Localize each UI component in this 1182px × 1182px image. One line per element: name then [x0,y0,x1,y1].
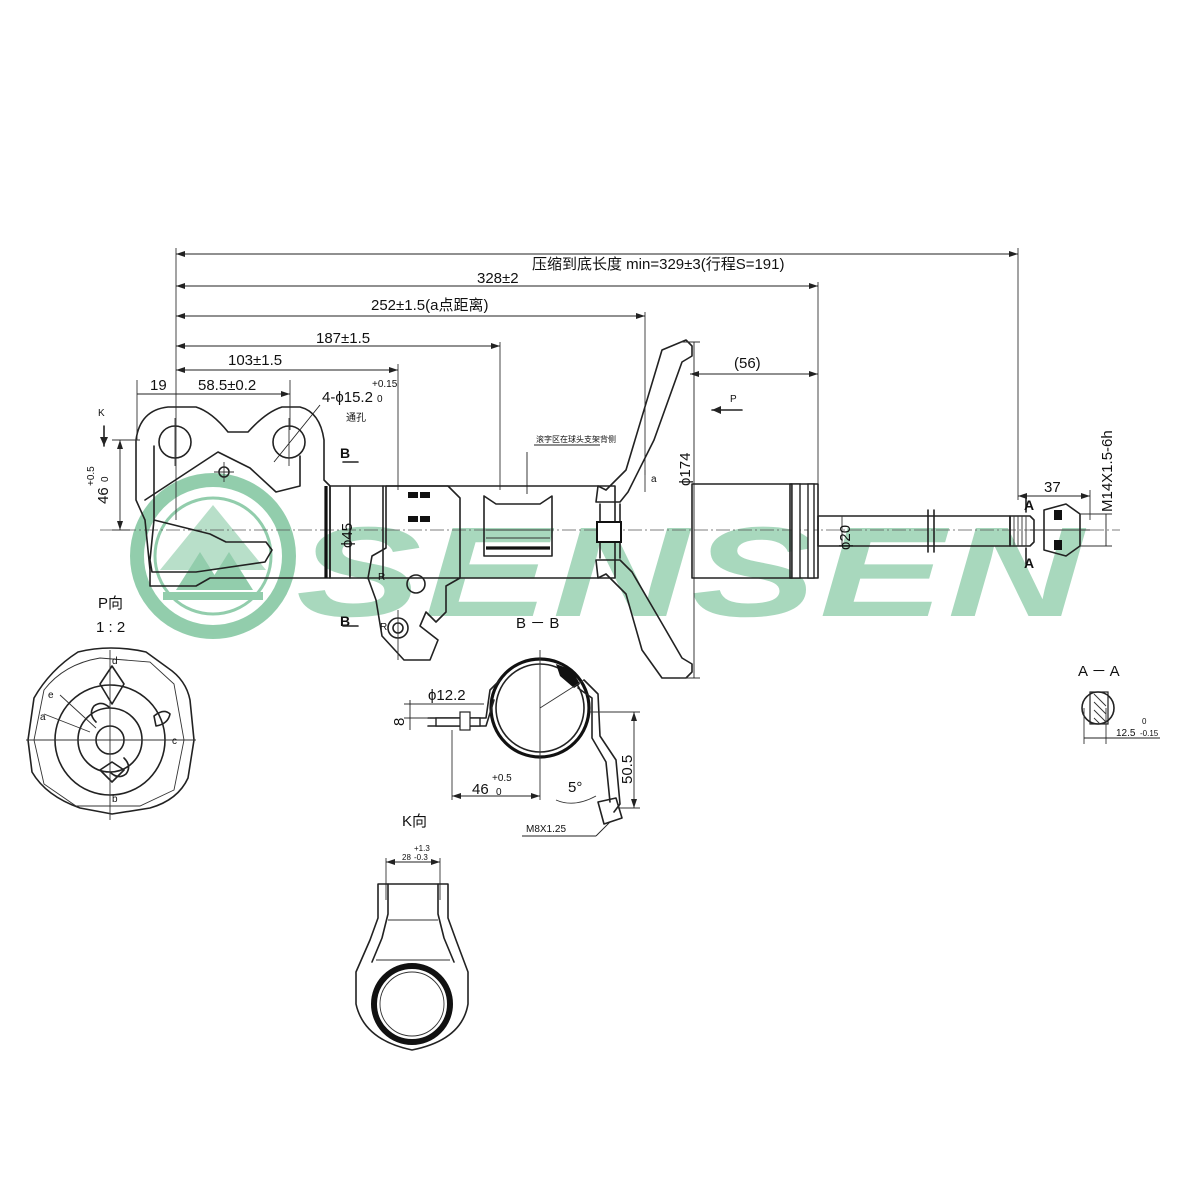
section-bb-thickness: 8 [391,718,408,726]
section-aa-width: 12.5 [1116,728,1136,739]
dim-holes: 4-ϕ15.2 [322,389,373,406]
dim-height-46-tol-lower: 0 [100,476,111,482]
dim-dia-20: ϕ20 [837,525,854,550]
view-p-title: P向 [98,595,123,612]
dim-width-19: 19 [150,377,167,394]
view-k: K向 28 +1.3 -0.3 [355,813,469,1051]
dim-length-187: 187±1.5 [316,330,370,347]
view-k-tol-upper: +1.3 [414,844,430,853]
dim-len-56: (56) [734,355,761,372]
mark-section-a-bottom: A [1024,555,1034,571]
brand-watermark: SENSEN [130,473,1087,644]
dim-width-58: 58.5±0.2 [198,377,256,394]
section-aa: A － A 12.5 0 -0.15 [1078,663,1160,744]
dim-height-46: 46 [95,487,112,504]
view-p: P向 1 : 2 a b c d e [26,595,196,820]
dim-holes-tol-upper: +0.15 [372,379,398,390]
length-dimensions: 压缩到底长度 min=329±3(行程S=191) 328±2 252±1.5(… [136,248,1019,520]
side-dimensions: 46 +0.5 0 K ϕ45 ϕ174 (56) P ϕ20 [86,341,1116,679]
note-label: 滚字区在球头支架背侧 [536,434,616,444]
section-bb-offset-tol-upper: +0.5 [492,773,512,784]
point-a: a [651,474,657,485]
dim-through-hole: 通孔 [346,412,366,424]
section-bb-dia: ϕ12.2 [428,687,466,704]
section-bb-title: B － B [516,615,559,632]
section-bb-offset: 46 [472,781,489,798]
section-aa-title: A － A [1078,663,1120,680]
section-bb-angle: 5° [568,779,582,796]
section-aa-tol-upper: 0 [1142,717,1147,726]
mark-section-b-top: B [340,445,350,461]
mark-r: R [378,572,385,583]
mark-r2: R [380,622,387,633]
view-p-mark-c: c [172,736,177,747]
view-p-mark-a: a [40,712,46,723]
view-k-arrow-label: K [98,408,105,419]
dim-length-252: 252±1.5(a点距离) [371,297,488,314]
mark-section-b-bottom: B [340,613,350,629]
dim-dia-45: ϕ45 [339,523,356,548]
dim-height-46-tol-upper: +0.5 [86,466,97,486]
section-bb-offset-tol-lower: 0 [496,787,502,798]
view-k-title: K向 [402,813,427,830]
section-bb-bolt: M8X1.25 [526,824,566,835]
section-aa-tol-lower: -0.15 [1140,729,1159,738]
brand-watermark-text: SENSEN [296,501,1087,644]
shock-absorber-strut: B B R R 滚字区在球头支架背侧 a [135,339,1090,679]
view-k-width: 28 [402,853,411,862]
section-bb-height: 50.5 [619,755,636,784]
dim-length-103: 103±1.5 [228,352,282,369]
dim-length-328: 328±2 [477,270,519,287]
dim-holes-tol-lower: 0 [377,394,383,405]
view-p-mark-e: e [48,690,54,701]
view-p-mark-d: d [112,656,118,667]
view-p-mark-b: b [112,794,118,805]
mark-section-a-top: A [1024,497,1034,513]
dim-thread: M14X1.5-6h [1099,430,1116,512]
view-p-scale: 1 : 2 [96,619,125,636]
dim-dia-174: ϕ174 [677,453,694,486]
view-p-arrow-label: P [730,394,737,405]
dim-len-37: 37 [1044,479,1061,496]
view-k-tol-lower: -0.3 [414,853,428,862]
dim-total-length: 压缩到底长度 min=329±3(行程S=191) [532,256,784,273]
section-bb: B － B 46 +0.5 0 50.5 5° ϕ12.2 8 [391,615,640,837]
trees-circle-logo-icon [130,473,296,639]
